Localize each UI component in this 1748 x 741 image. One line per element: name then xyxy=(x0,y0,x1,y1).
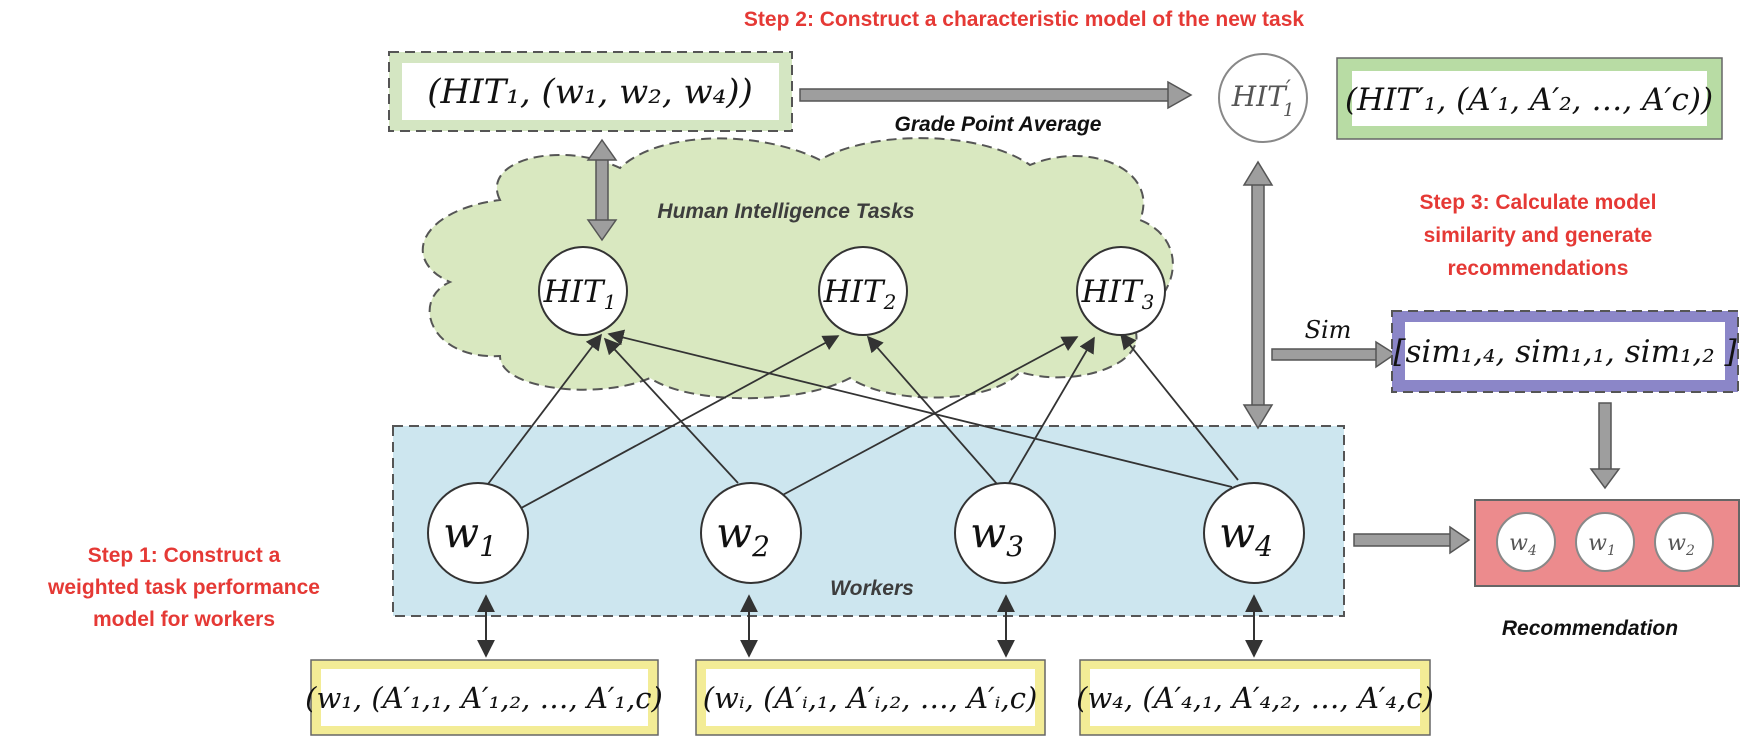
hit-model-text: (HIT₁, (w₁, w₂, w₄)) xyxy=(427,72,753,112)
hit-cloud-label: Human Intelligence Tasks xyxy=(657,200,914,223)
edge-w1-hit1 xyxy=(487,333,602,485)
new-hit-base: HIT xyxy=(1231,80,1288,113)
worker-node-1[interactable] xyxy=(427,482,529,584)
step1-line-2: weighted task performance xyxy=(47,576,320,599)
hit-node-1[interactable] xyxy=(538,246,628,336)
rec-node-3-label: w2 xyxy=(1667,531,1695,559)
hit-node-1-label: HIT1 xyxy=(543,274,617,314)
worker-model-text-1: (w₁, (A′₁,₁, A′₁,₂, …, A′₁,c) xyxy=(305,681,663,715)
step3-line-3: recommendations xyxy=(1448,257,1629,280)
hit-nodes: HIT1 HIT2 HIT3 xyxy=(538,246,1166,336)
worker-node-4[interactable] xyxy=(1203,482,1305,584)
worker-model-text-2: (wᵢ, (A′ᵢ,₁, A′ᵢ,₂, …, A′ᵢ,c) xyxy=(703,681,1038,715)
step3-title: Step 3: Calculate model similarity and g… xyxy=(1420,191,1657,280)
worker-node-2-label: w2 xyxy=(716,508,770,563)
step3-line-1: Step 3: Calculate model xyxy=(1420,191,1657,214)
edge-w4-hit1 xyxy=(607,329,1233,488)
workers-to-recommendation-arrow xyxy=(1353,525,1471,555)
worker-model-text-3: (w₄, (A′₄,₁, A′₄,₂, …, A′₄,c) xyxy=(1076,681,1434,715)
new-hit-link-arrow xyxy=(1242,160,1274,430)
worker-model-box-2-inner xyxy=(706,669,1035,726)
worker-node-3-label: w3 xyxy=(970,508,1024,563)
sim-vector-text: [sim₁,₄, sim₁,₁, sim₁,₂ ] xyxy=(1393,334,1737,370)
workers-region xyxy=(392,425,1345,617)
rec-node-2[interactable] xyxy=(1575,512,1635,572)
new-hit-label: HIT′1 xyxy=(1231,77,1295,121)
hit-cloud xyxy=(421,137,1174,400)
edge-w2-hit1 xyxy=(603,337,739,484)
rec-node-2-label: w1 xyxy=(1588,531,1616,559)
worker-node-1-label: w1 xyxy=(443,508,497,563)
step1-line-1: Step 1: Construct a xyxy=(88,544,281,567)
worker-nodes: w1 w2 w3 w4 xyxy=(427,482,1305,584)
step1-title: Step 1: Construct a weighted task perfor… xyxy=(47,544,320,631)
new-hit-model-text: (HIT′₁, (A′₁, A′₂, …, A′c)) xyxy=(1345,82,1713,118)
recommendation-items: w4 w1 w2 xyxy=(1496,512,1714,572)
sim-arrow xyxy=(1271,340,1397,369)
grade-point-arrow xyxy=(799,80,1193,110)
step2-title: Step 2: Construct a characteristic model… xyxy=(744,8,1304,31)
sim-to-recommendation-arrow xyxy=(1589,402,1621,490)
sim-label: Sim xyxy=(1305,316,1352,344)
hit-model-box-inner xyxy=(402,63,779,120)
sim-vector-box-inner xyxy=(1405,322,1725,380)
worker-model-boxes: (w₁, (A′₁,₁, A′₁,₂, …, A′₁,c) (wᵢ, (A′ᵢ,… xyxy=(305,659,1434,736)
edge-w4-hit3 xyxy=(1119,332,1239,481)
hit-node-2[interactable] xyxy=(818,246,908,336)
worker-node-2[interactable] xyxy=(700,482,802,584)
worker-model-box-1-inner xyxy=(321,669,648,726)
edge-w3-hit2 xyxy=(866,335,998,485)
grade-point-label: Grade Point Average xyxy=(895,113,1102,136)
edge-w2-hit3 xyxy=(763,336,1079,506)
rec-node-3[interactable] xyxy=(1654,512,1714,572)
rec-node-1[interactable] xyxy=(1496,512,1556,572)
hit-node-3[interactable] xyxy=(1076,246,1166,336)
worker-hit-edges xyxy=(487,329,1239,514)
new-hit-node xyxy=(1218,53,1308,143)
step1-line-3: model for workers xyxy=(93,608,275,631)
step3-line-2: similarity and generate xyxy=(1424,224,1653,247)
hit-node-3-label: HIT3 xyxy=(1081,274,1155,314)
worker-model-links xyxy=(477,594,1263,658)
hit-node-2-label: HIT2 xyxy=(823,274,897,314)
edge-w1-hit2 xyxy=(511,335,840,514)
edge-w3-hit3 xyxy=(1008,336,1095,484)
new-hit-model-box-inner xyxy=(1352,71,1707,126)
rec-node-1-label: w4 xyxy=(1509,531,1537,559)
hit-model-link-arrow xyxy=(586,138,618,242)
worker-model-box-3-inner xyxy=(1090,669,1420,726)
worker-node-3[interactable] xyxy=(954,482,1056,584)
recommendation-label: Recommendation xyxy=(1502,617,1678,640)
new-hit-sub: 1 xyxy=(1283,100,1294,121)
workers-label: Workers xyxy=(830,577,914,600)
new-hit-prime: ′ xyxy=(1286,77,1291,102)
worker-node-4-label: w4 xyxy=(1219,508,1273,563)
